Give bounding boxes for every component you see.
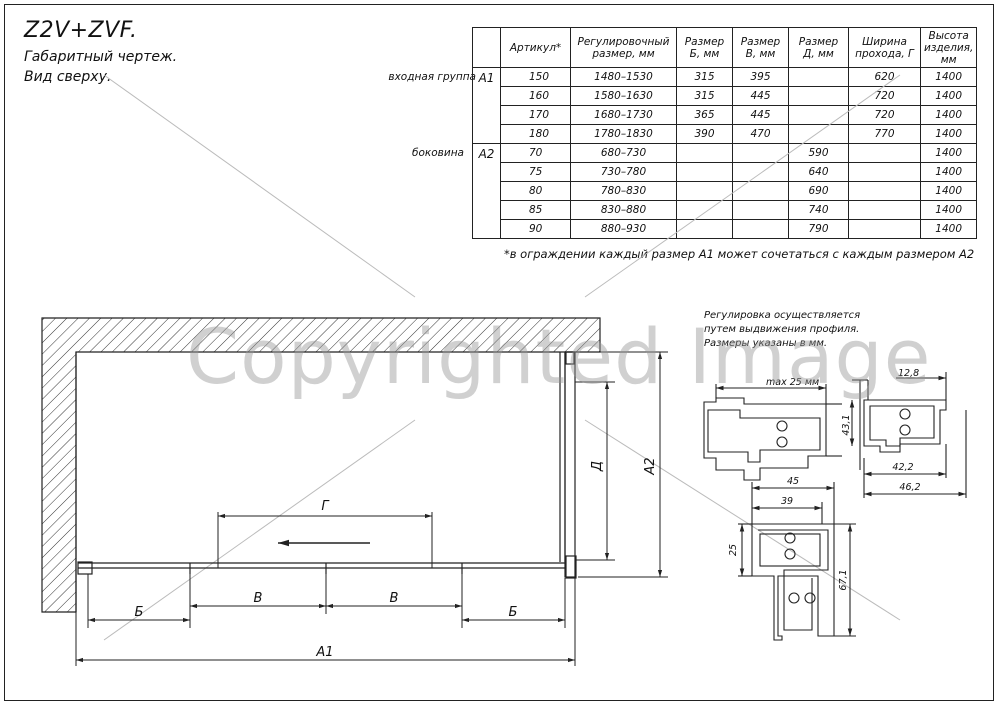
dim-label-b-left: Б: [135, 605, 144, 620]
cell-adj: 1580–1630: [570, 86, 677, 106]
profile-detail-2: [849, 372, 967, 498]
dimension-lines: [75, 351, 668, 666]
cell-g: 720: [848, 105, 921, 125]
group-label-entry: входная группа: [388, 71, 476, 83]
profile3-39-label: 39: [781, 496, 793, 507]
cell-adj: 830–880: [570, 200, 677, 220]
cell-adj: 730–780: [570, 162, 677, 182]
header-g: Ширина прохода, Г: [848, 27, 921, 68]
profile2-height-label: 43,1: [841, 414, 852, 435]
construction-lines: [103, 74, 901, 641]
dim-label-a2: А2: [643, 457, 658, 475]
cell-adj: 680–730: [570, 143, 677, 163]
cell-d: 690: [788, 181, 849, 201]
group-label-side: боковина: [412, 147, 464, 159]
table-header-row: Артикул* Регулировочный размер, мм Разме…: [472, 27, 978, 68]
header-adjust: Регулировочный размер, мм: [570, 27, 677, 68]
drawing-subtitle-1: Габаритный чертеж.: [24, 49, 178, 65]
cell-h: 1400: [919, 219, 978, 239]
profile-detail-3: [738, 482, 856, 641]
dimension-labels: Б В В Б Г А1 Д А2: [135, 457, 658, 660]
profile2-w1-label: 42,2: [892, 462, 913, 473]
sheet-border: [4, 4, 994, 701]
cell-art: 90: [500, 219, 571, 239]
dim-label-d: Д: [590, 461, 605, 472]
cell-art: 150: [500, 67, 571, 87]
cell-h: 1400: [919, 105, 978, 125]
dim-label-a1: А1: [315, 645, 333, 660]
profile-note-line-1: Регулировка осуществляется: [704, 310, 861, 321]
header-b: Размер Б, мм: [676, 27, 733, 68]
footnote: *в ограждении каждый размер А1 может соч…: [504, 247, 975, 261]
header-group: [472, 27, 501, 68]
cell-adj: 880–930: [570, 219, 677, 239]
cell-adj: 1480–1530: [570, 67, 677, 87]
group-code-a1: A1: [472, 67, 501, 144]
cell-d: 790: [788, 219, 849, 239]
profile2-w2-label: 46,2: [899, 482, 920, 493]
spec-table: Артикул* Регулировочный размер, мм Разме…: [472, 27, 978, 239]
drawing-subtitle-2: Вид сверху.: [24, 69, 112, 85]
header-v: Размер В, мм: [732, 27, 789, 68]
profile1-width-label: max 25 мм: [766, 377, 819, 388]
profile3-25-label: 25: [728, 544, 739, 556]
profile3-67-label: 67,1: [838, 569, 849, 590]
dim-label-v-right: В: [390, 591, 399, 606]
profile-detail-1: [703, 384, 842, 481]
profile-note-line-2: путем выдвижения профиля.: [704, 324, 860, 335]
title-block: Z2V+ZVF. Габаритный чертеж. Вид сверху.: [24, 18, 177, 87]
dim-label-g: Г: [321, 499, 330, 514]
header-article: Артикул*: [500, 27, 571, 68]
dim-label-v-left: В: [254, 591, 263, 606]
cell-v: 445: [732, 86, 789, 106]
dim-label-b-right: Б: [509, 605, 518, 620]
profile2-top-label: 12,8: [898, 368, 919, 379]
profile3-45-label: 45: [787, 476, 799, 487]
cell-v: 470: [732, 124, 789, 144]
cell-d: 640: [788, 162, 849, 182]
profile-note: Регулировка осуществляется путем выдвиже…: [704, 309, 860, 351]
enclosure-outline: [75, 351, 577, 612]
cell-b: 315: [676, 67, 733, 87]
drawing-title: Z2V+ZVF.: [24, 18, 138, 43]
profile-note-line-3: Размеры указаны в мм.: [704, 338, 828, 349]
